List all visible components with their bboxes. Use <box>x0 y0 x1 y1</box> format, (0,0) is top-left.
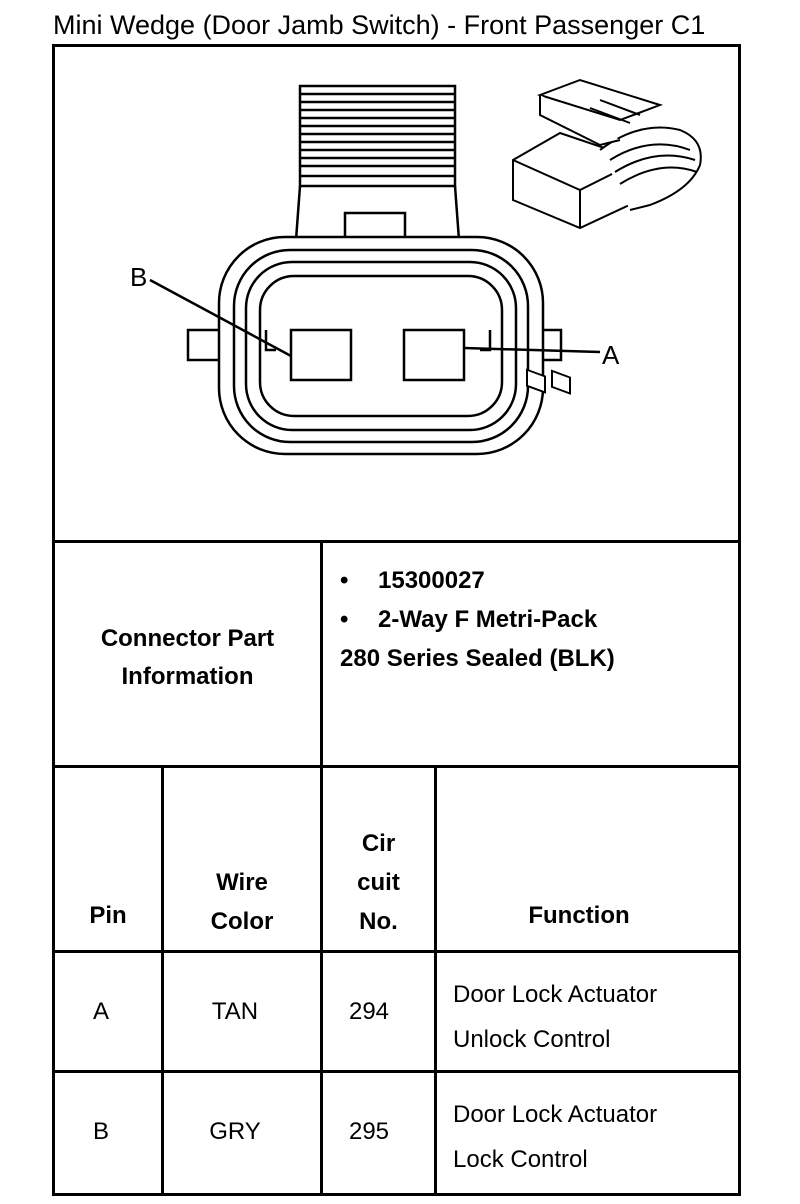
row-a-function: Door Lock Actuator Unlock Control <box>453 972 657 1062</box>
part-info-item: • 2-Way F Metri-Pack <box>340 600 615 639</box>
row-a-function-line1: Door Lock Actuator <box>453 981 658 1008</box>
header-circuit-line1: Cir <box>361 830 396 857</box>
row-b-circuit: 295 <box>348 1118 390 1145</box>
terminal-b <box>289 328 353 382</box>
divider-part-info <box>52 765 741 768</box>
connector-description: 2-Way F Metri-Pack <box>378 606 598 633</box>
header-pin: Pin <box>89 902 127 929</box>
row-b-function-line2: Lock Control <box>453 1146 588 1173</box>
row-b-function-line1: Door Lock Actuator <box>453 1101 658 1128</box>
connector-seal-inner <box>244 260 518 432</box>
divider-col-pin <box>161 765 164 1193</box>
header-circuit-line2: cuit <box>357 869 400 896</box>
connector-seal-outer <box>232 248 530 444</box>
divider-col-wire <box>320 765 323 1193</box>
divider-row-a <box>52 1070 741 1073</box>
bullet: • <box>340 606 349 633</box>
connector-face-diagram <box>149 78 702 456</box>
header-circuit-line3: No. <box>359 908 398 935</box>
divider-diagram <box>52 540 741 543</box>
connector-outer-body <box>217 235 545 456</box>
divider-part-info-col <box>320 540 323 768</box>
terminal-a <box>402 328 466 382</box>
page-title: Mini Wedge (Door Jamb Switch) - Front Pa… <box>53 10 706 40</box>
left-side-tab <box>186 328 224 362</box>
part-info-label: Connector Part Information <box>55 620 320 696</box>
row-b-function: Door Lock Actuator Lock Control <box>453 1092 657 1182</box>
part-info-continuation: 280 Series Sealed (BLK) <box>340 645 615 672</box>
divider-col-circuit <box>434 765 437 1193</box>
pin-label-b: B <box>130 262 148 292</box>
part-info-values: • 15300027 • 2-Way F Metri-Pack 280 Series… <box>340 561 615 678</box>
connector-cavity <box>258 274 504 418</box>
divider-header <box>52 950 741 953</box>
latch-shape <box>294 84 461 243</box>
header-function: Function <box>528 902 630 929</box>
header-wire-color: Wire Color <box>164 863 320 941</box>
part-info-item: • 15300027 <box>340 561 615 600</box>
connector-table-frame <box>52 44 741 1196</box>
header-wire-color-line2: Color <box>210 908 274 935</box>
part-number: 15300027 <box>378 567 485 594</box>
leader-b <box>149 278 292 358</box>
connector-isometric-view <box>512 78 702 395</box>
row-a-pin: A <box>92 998 109 1025</box>
row-a-circuit: 294 <box>348 998 390 1025</box>
row-b-wire-color: GRY <box>209 1118 261 1145</box>
bullet: • <box>340 567 349 594</box>
part-info-label-line2: Information <box>121 663 254 690</box>
row-b-pin: B <box>92 1118 109 1145</box>
leader-a <box>463 346 601 354</box>
header-circuit-no: Cir cuit No. <box>323 824 434 941</box>
header-wire-color-line1: Wire <box>216 869 268 896</box>
row-a-function-line2: Unlock Control <box>453 1026 611 1053</box>
part-info-label-line1: Connector Part <box>100 625 275 652</box>
pin-label-a: A <box>602 340 620 370</box>
row-a-wire-color: TAN <box>211 998 259 1025</box>
